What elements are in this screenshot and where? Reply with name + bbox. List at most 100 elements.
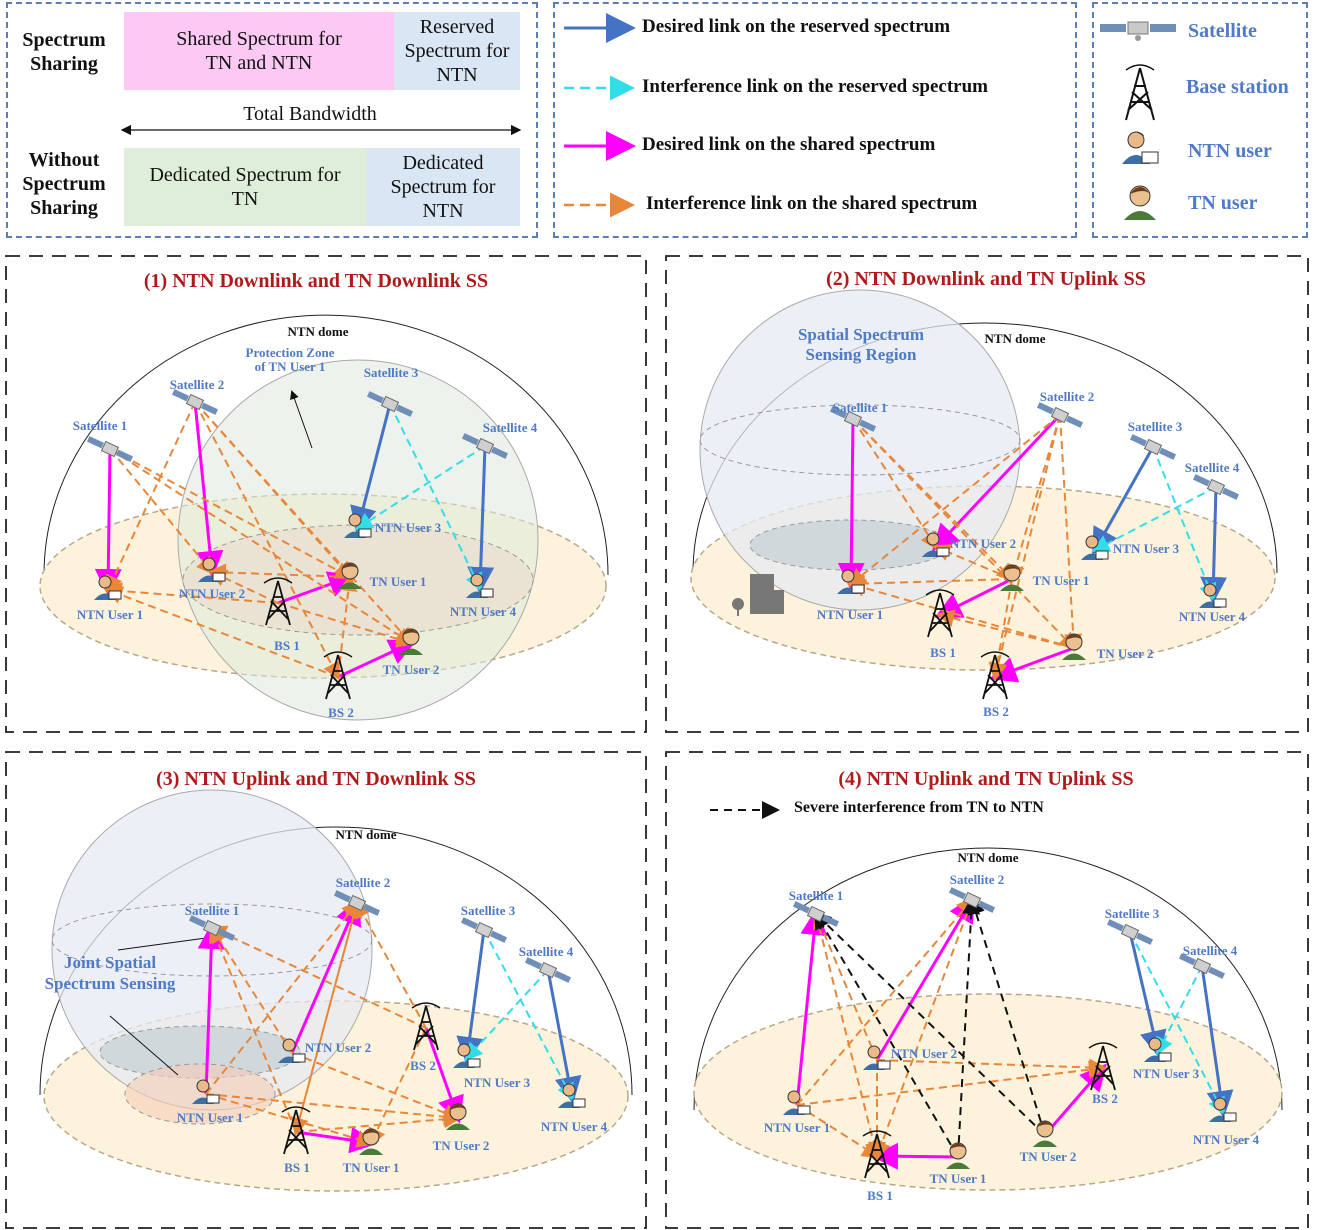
p4-severe-0 <box>813 910 959 1158</box>
legend-desired-shared: Desired link on the shared spectrum <box>642 134 936 155</box>
p4-tn-user-2-icon <box>1033 1120 1057 1147</box>
joint-sensing-ring <box>51 903 373 977</box>
p2-region-label-2: Sensing Region <box>806 345 918 364</box>
p2-bs2-label: BS 2 <box>983 704 1009 719</box>
p1-int-6 <box>104 582 279 604</box>
without-sharing-label: Without Spectrum Sharing <box>22 149 106 219</box>
p1-ntn3-label: NTN User 3 <box>375 520 442 535</box>
p3-satellite-1-icon <box>188 915 236 941</box>
p4-int-7 <box>873 899 973 1160</box>
base-station-icon <box>1125 64 1155 121</box>
p3-ntn1-s1 <box>197 922 225 1095</box>
p1-tn1-label: TN User 1 <box>370 574 427 589</box>
p3-satellite-2-icon <box>333 890 381 916</box>
joint-sensing-lower <box>124 1063 276 1125</box>
p1-s3-ntn4-int <box>389 403 482 592</box>
p3-s4-ntn4 <box>546 969 582 1104</box>
p1-sat1-label: Satellite 1 <box>73 418 128 433</box>
p2-satellite-4-icon <box>1192 474 1240 500</box>
p2-bs-1-icon <box>925 589 955 638</box>
panel-4-dome <box>693 847 1283 1111</box>
building-icon <box>732 574 784 616</box>
p4-bs-2-icon <box>1088 1042 1118 1091</box>
panel-1-dome <box>43 314 609 576</box>
p3-tn-user-1-icon <box>359 1128 383 1155</box>
p4-ntn1-s1 <box>795 908 828 1106</box>
p4-sat4-label: Satellite 4 <box>1183 943 1238 958</box>
p1-zone-label-1: Protection Zone <box>246 345 335 360</box>
p3-tn2-label: TN User 2 <box>433 1138 490 1153</box>
p4-tn-user-1-icon <box>946 1142 970 1169</box>
panel-1-frame <box>5 255 647 733</box>
panel-2-title: (2) NTN Downlink and TN Uplink SS <box>826 268 1146 290</box>
p2-bs-2-icon <box>980 651 1010 700</box>
legend-desired-reserved: Desired link on the reserved spectrum <box>642 16 951 37</box>
p1-s1-ntn1 <box>94 448 122 596</box>
link-legend-box <box>553 2 1077 238</box>
p1-bs1-label: BS 1 <box>274 638 300 653</box>
p4-ntn1-label: NTN User 1 <box>764 1120 830 1135</box>
p3-ntn-user-1-icon <box>192 1079 220 1104</box>
legend-ntn-user: NTN user <box>1188 140 1272 162</box>
p4-ntn-user-1-icon <box>783 1090 811 1115</box>
p1-int-0 <box>109 448 215 576</box>
p3-tn-user-2-icon <box>446 1103 470 1130</box>
p4-s3-ntn3 <box>1128 931 1167 1058</box>
p4-severe-label: Severe interference from TN to NTN <box>794 799 1044 816</box>
p2-s4-ntn3-int <box>1091 486 1217 552</box>
p2-ntn3-label: NTN User 3 <box>1113 541 1180 556</box>
p1-satellite-3-icon <box>366 391 414 417</box>
p2-s3-ntn3 <box>1092 446 1155 556</box>
p3-sat3-label: Satellite 3 <box>461 903 516 918</box>
p1-ntn4-label: NTN User 4 <box>450 604 517 619</box>
p1-satellite-2-icon <box>171 389 219 415</box>
p1-ntn-user-1-icon <box>94 575 122 600</box>
p4-satellite-1-icon <box>792 901 840 927</box>
p1-ntn2-label: NTN User 2 <box>179 586 245 601</box>
p3-region-label-1: Joint Spatial <box>64 953 156 972</box>
p2-ntn-user-1-icon <box>837 569 865 594</box>
p2-ntn-user-2-icon <box>922 532 950 557</box>
p3-int-6 <box>205 1093 375 1148</box>
p1-tn2-label: TN User 2 <box>383 662 440 677</box>
p3-ntn2-s2 <box>290 897 362 1054</box>
p3-ntn-user-4-icon <box>558 1083 586 1108</box>
p1-tn-user-2-icon <box>399 628 423 655</box>
panel-1-title: (1) NTN Downlink and TN Downlink SS <box>143 270 489 292</box>
p3-int-8 <box>295 1110 462 1133</box>
p2-s3-ntn4-int <box>1152 446 1217 602</box>
shared-spectrum-cell: Shared Spectrum for TN and NTN <box>124 12 394 90</box>
satellite-icon <box>1100 21 1176 41</box>
p4-tn2-label: TN User 2 <box>1020 1149 1077 1164</box>
p3-dome-label: NTN dome <box>335 827 396 842</box>
node-legend-icons <box>1100 21 1176 220</box>
p2-satellite-3-icon <box>1129 434 1177 460</box>
p2-ntn2-label: NTN User 2 <box>950 536 1016 551</box>
p1-int-3 <box>105 401 196 594</box>
p2-tn2-bs2 <box>989 646 1075 683</box>
p2-ntn1-label: NTN User 1 <box>817 607 883 622</box>
p2-s1-ntn1 <box>837 418 865 590</box>
p4-sat2-label: Satellite 2 <box>950 872 1005 887</box>
p4-int-1 <box>813 910 878 1061</box>
p1-bs-1-icon <box>263 577 293 626</box>
p4-ntn-user-2-icon <box>863 1045 891 1070</box>
p2-dome-label: NTN dome <box>984 331 1045 346</box>
p2-tn-user-2-icon <box>1062 633 1086 660</box>
p4-ntn2-s2 <box>875 894 976 1061</box>
p2-sat1-label: Satellite 1 <box>833 400 888 415</box>
p3-s3-ntn4-int <box>483 929 574 1102</box>
p4-satellite-4-icon <box>1178 953 1226 979</box>
p2-int-2 <box>852 418 1077 651</box>
p1-sat3-label: Satellite 3 <box>364 365 419 380</box>
legend-interference-reserved: Interference link on the reserved spectr… <box>642 76 988 97</box>
p4-s3-ntn4-int <box>1129 931 1225 1116</box>
panel-3-title: (3) NTN Uplink and TN Downlink SS <box>156 768 476 790</box>
p1-s3-ntn3 <box>350 403 392 534</box>
protection-zone-pointer <box>290 390 313 449</box>
p4-satellite-3-icon <box>1106 919 1154 945</box>
p2-sat2-label: Satellite 2 <box>1040 389 1095 404</box>
p3-int-7 <box>205 1093 462 1126</box>
p4-ntn-user-3-icon <box>1144 1037 1172 1062</box>
